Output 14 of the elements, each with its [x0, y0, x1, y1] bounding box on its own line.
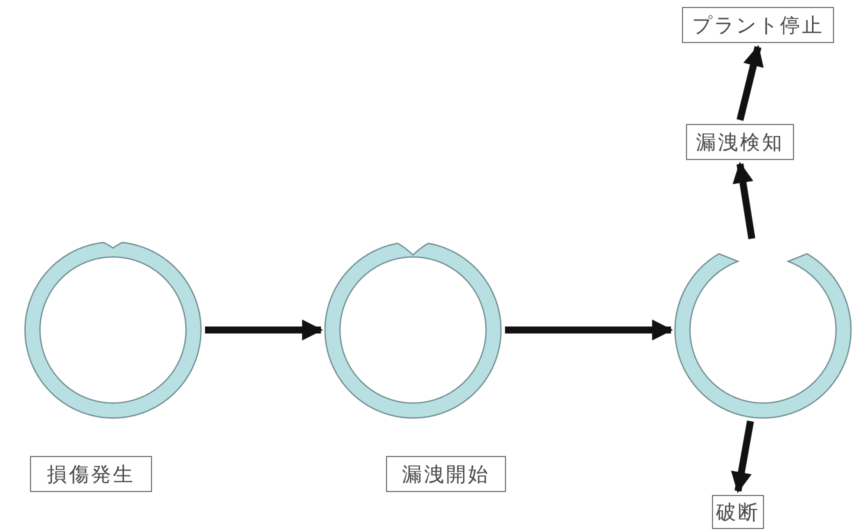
arrow	[505, 320, 674, 340]
box-label: 漏洩開始	[402, 460, 490, 488]
label-box	[686, 124, 794, 160]
box-label: 漏洩検知	[696, 128, 784, 156]
arrow	[205, 320, 324, 340]
box-label: 破断	[716, 498, 760, 526]
arrow	[732, 162, 756, 240]
box-label: プラント停止	[692, 12, 824, 38]
label-box	[386, 456, 506, 492]
box-label: 損傷発生	[47, 460, 135, 488]
arrow	[736, 44, 764, 121]
label-box	[682, 7, 834, 43]
label-box	[30, 456, 152, 492]
arrow	[731, 420, 754, 494]
